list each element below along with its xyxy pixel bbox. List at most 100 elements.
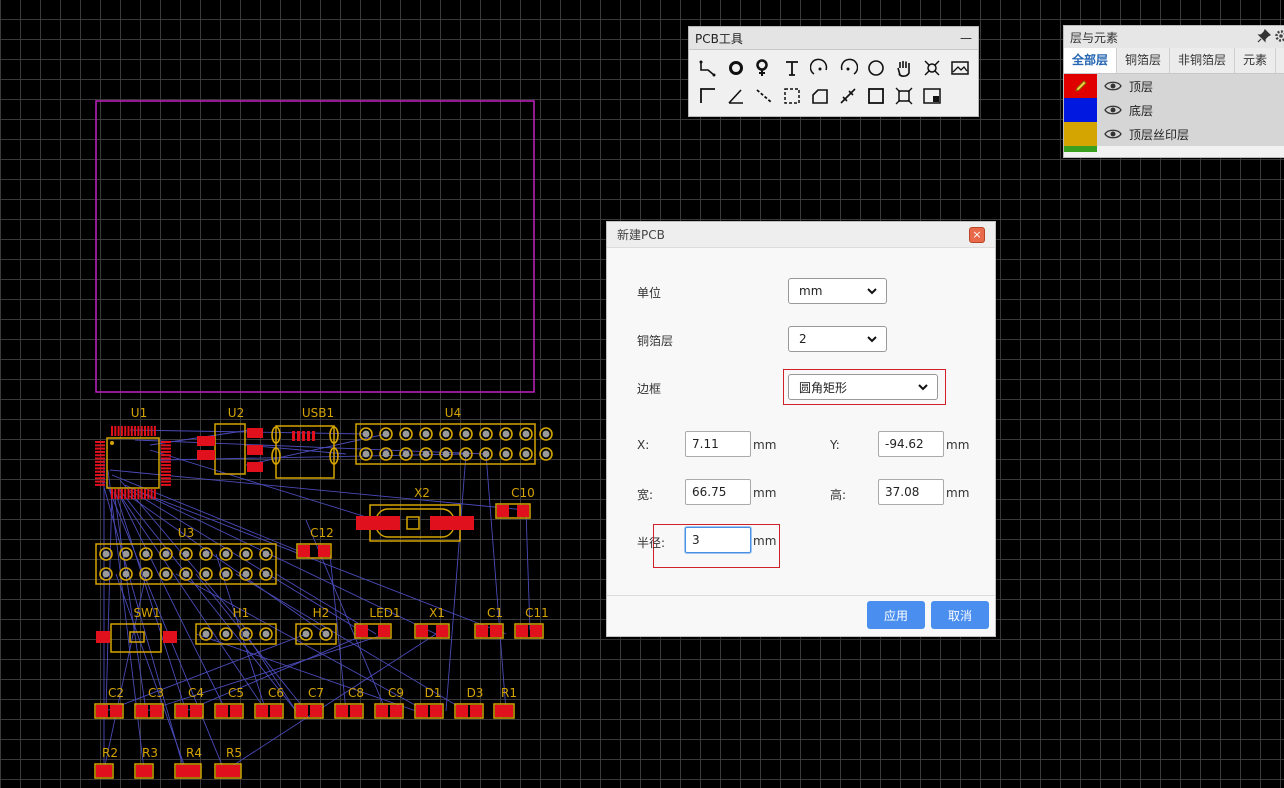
pad [120, 489, 123, 499]
layer-color-swatch[interactable] [1064, 98, 1097, 122]
dialog-titlebar[interactable]: 新建PCB × [607, 222, 995, 248]
height-field[interactable]: 37.08 [878, 479, 944, 505]
dimension-tool-button[interactable] [834, 82, 862, 110]
width-field[interactable]: 66.75 [685, 479, 751, 505]
layers-tab-3[interactable]: 元素 [1235, 48, 1277, 73]
through-hole-pad [239, 547, 253, 561]
gear-icon[interactable] [1274, 29, 1284, 46]
through-hole-pad [259, 567, 273, 581]
silkscreen-outline [334, 703, 364, 719]
chevron-down-icon [918, 384, 928, 391]
through-hole-pad [259, 547, 273, 561]
layer-row[interactable]: 顶层 [1064, 74, 1284, 98]
pad [430, 516, 474, 530]
radius-field[interactable]: 3 [685, 527, 751, 553]
component-label: U4 [445, 406, 461, 420]
y-field[interactable]: -94.62 [878, 431, 944, 457]
copper-layers-select[interactable]: 2 [788, 326, 887, 352]
ratsnest-line [124, 484, 437, 635]
copper-area-tool-button[interactable] [918, 82, 946, 110]
close-icon[interactable]: × [969, 227, 985, 243]
canvas-origin-tool-button[interactable] [890, 82, 918, 110]
layer-row[interactable]: 顶层丝印层 [1064, 122, 1284, 146]
pad [117, 489, 120, 499]
track-tool-button[interactable] [694, 54, 722, 82]
pad [356, 625, 368, 637]
solid-region-tool-button[interactable] [806, 82, 834, 110]
layer-color-swatch[interactable] [1064, 74, 1097, 98]
drill-hole [442, 430, 450, 438]
border-select[interactable]: 圆角矩形 [788, 374, 938, 400]
layer-color-swatch[interactable] [1064, 122, 1097, 146]
circle-tool-button[interactable] [862, 54, 890, 82]
drill-hole [502, 430, 510, 438]
text-tool-button[interactable] [778, 54, 806, 82]
pad [302, 431, 305, 441]
ratsnest-line [225, 633, 437, 771]
angle-tool-button[interactable] [722, 82, 750, 110]
through-hole-pad [139, 547, 153, 561]
pin1-marker [110, 441, 114, 445]
silkscreen-outline [294, 703, 324, 719]
pcb-tools-header[interactable]: PCB工具 — [689, 27, 978, 50]
through-hole-pad [439, 427, 453, 441]
layers-header[interactable]: 层与元素 [1064, 26, 1284, 48]
tool-grid [689, 50, 978, 114]
drill-hole [462, 450, 470, 458]
track-icon [699, 60, 716, 77]
layers-tab-2[interactable]: 非铜箔层 [1170, 48, 1236, 73]
unit-select-value: mm [799, 284, 823, 298]
board-outline[interactable] [95, 100, 535, 393]
component-label: C10 [511, 486, 535, 500]
cancel-button[interactable]: 取消 [931, 601, 989, 629]
image-tool-button[interactable] [946, 54, 974, 82]
pad [456, 705, 468, 717]
eye-icon[interactable] [1097, 80, 1129, 92]
pad [197, 450, 215, 460]
line-tool-button[interactable] [694, 82, 722, 110]
rect-icon [868, 88, 884, 104]
minimize-button[interactable]: — [960, 31, 972, 45]
pad [95, 457, 105, 460]
radius-highlight [653, 524, 780, 568]
pin-icon[interactable] [1257, 28, 1272, 46]
dimension-icon [840, 88, 856, 104]
component-label: C7 [308, 686, 324, 700]
arc-center-tool-button[interactable] [834, 54, 862, 82]
drill-hole [162, 570, 170, 578]
drill-hole [162, 550, 170, 558]
layers-tab-1[interactable]: 铜箔层 [1117, 48, 1171, 73]
hand-tool-button[interactable] [890, 54, 918, 82]
unit-select[interactable]: mm [788, 278, 887, 304]
eye-icon[interactable] [1097, 104, 1129, 116]
ratsnest-line [129, 489, 367, 635]
pad [517, 505, 529, 517]
drill-hole [122, 550, 130, 558]
dashed-line-tool-button[interactable] [750, 82, 778, 110]
pad [114, 426, 117, 436]
pad [95, 447, 105, 450]
silkscreen-outline [414, 703, 444, 719]
layer-color-swatch[interactable] [1064, 146, 1097, 152]
arc-tool-button[interactable] [806, 54, 834, 82]
apply-button[interactable]: 应用 [867, 601, 925, 629]
select-rect-icon [784, 88, 800, 104]
fit-tool-button[interactable] [918, 54, 946, 82]
pad [144, 426, 146, 436]
arc-icon [810, 58, 828, 75]
layer-row[interactable]: 底层 [1064, 98, 1284, 122]
rect-tool-button[interactable] [862, 82, 890, 110]
select-rect-tool-button[interactable] [778, 82, 806, 110]
eye-icon[interactable] [1097, 128, 1129, 140]
drill-hole [382, 450, 390, 458]
through-hole-pad [239, 567, 253, 581]
layers-tab-0[interactable]: 全部层 [1064, 48, 1118, 73]
component-label: R1 [501, 686, 517, 700]
x-field[interactable]: 7.11 [685, 431, 751, 457]
via-tool-button[interactable] [750, 54, 778, 82]
pad [256, 705, 268, 717]
pad-tool-button[interactable] [722, 54, 750, 82]
component-label: C4 [188, 686, 204, 700]
